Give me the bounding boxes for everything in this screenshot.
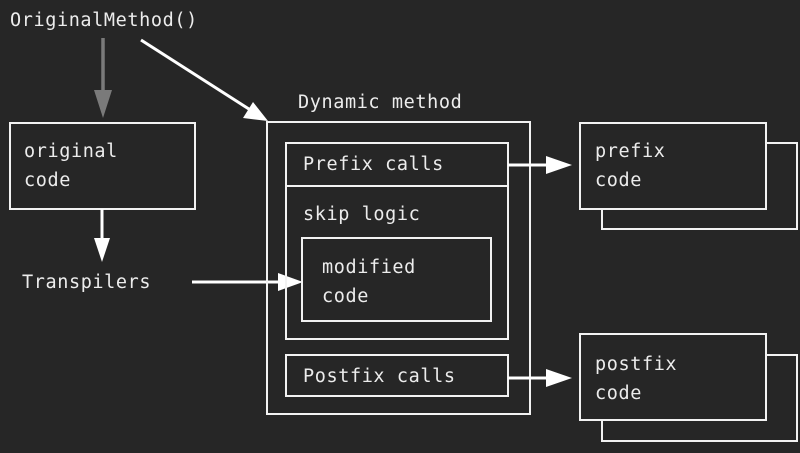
modified-code-box: modified code	[301, 237, 492, 322]
arrow-transpilers-to-modified	[192, 273, 303, 291]
postfix-code-line2: code	[595, 383, 642, 404]
prefix-code-line2: code	[595, 170, 642, 191]
dynamic-method-box	[266, 121, 531, 415]
prefix-code-front-box	[579, 122, 767, 210]
original-code-line2: code	[24, 170, 71, 191]
postfix-code-line1: postfix	[595, 354, 677, 375]
postfix-code-stack: postfix code	[579, 333, 798, 442]
prefix-code-stack: prefix code	[579, 122, 798, 230]
transpilers-label: Transpilers	[22, 272, 151, 293]
original-method-label: OriginalMethod()	[10, 10, 198, 31]
dynamic-method-label: Dynamic method	[298, 92, 462, 113]
postfix-calls-box: Postfix calls	[285, 354, 509, 397]
prefix-calls-box: Prefix calls	[286, 154, 508, 187]
original-code-box: original code	[9, 122, 196, 210]
skip-logic-label: skip logic	[303, 204, 420, 225]
arrow-original-to-code	[94, 38, 112, 118]
arrow-code-to-transpilers	[94, 209, 110, 262]
modified-code-line2: code	[322, 286, 369, 307]
arrow-prefix-to-code	[508, 156, 572, 174]
postfix-calls-label: Postfix calls	[303, 366, 456, 387]
arrow-postfix-to-code	[508, 369, 572, 387]
original-code-line1: original	[24, 141, 118, 162]
prefix-skip-container	[285, 142, 509, 340]
modified-code-line1: modified	[322, 257, 416, 278]
prefix-calls-label: Prefix calls	[303, 154, 444, 175]
arrow-original-to-dynamic	[140, 38, 268, 121]
postfix-code-front-box	[579, 333, 767, 421]
prefix-code-line1: prefix	[595, 141, 665, 162]
